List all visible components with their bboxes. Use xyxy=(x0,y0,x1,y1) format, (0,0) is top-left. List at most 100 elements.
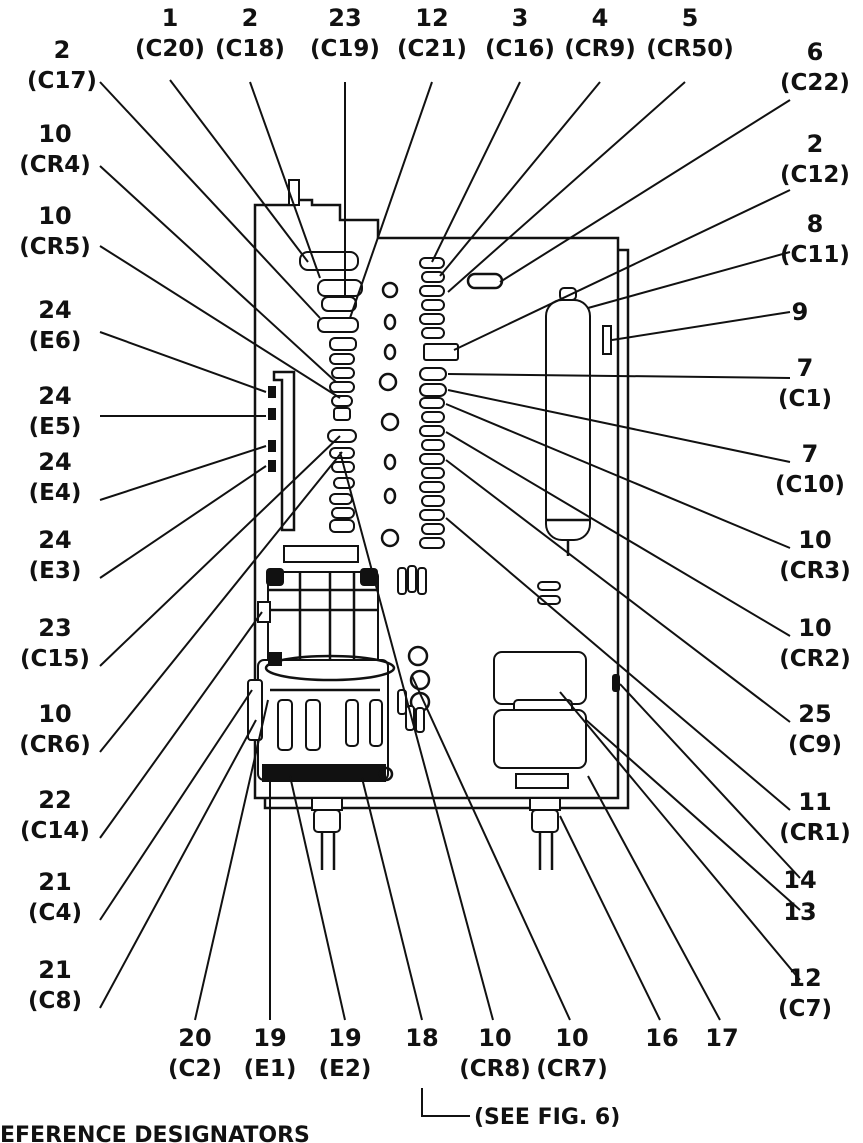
svg-text:8: 8 xyxy=(807,210,824,238)
svg-text:(E4): (E4) xyxy=(29,480,82,506)
callout-item-13: 13 xyxy=(783,898,816,926)
transformer xyxy=(493,651,620,789)
svg-text:(E1): (E1) xyxy=(244,1056,297,1082)
svg-text:16: 16 xyxy=(645,1024,678,1052)
svg-text:(CR4): (CR4) xyxy=(19,152,91,178)
svg-text:(CR50): (CR50) xyxy=(646,36,734,62)
svg-text:(CR9): (CR9) xyxy=(564,36,636,62)
svg-text:18: 18 xyxy=(405,1024,438,1052)
svg-text:7: 7 xyxy=(802,440,819,468)
callout-c18: 2 (C18) xyxy=(215,4,285,62)
svg-text:23: 23 xyxy=(38,614,71,642)
board-back-panel xyxy=(263,248,630,810)
callout-c10: 7 (C10) xyxy=(775,440,845,498)
callout-c21: 12 (C21) xyxy=(397,4,467,62)
svg-text:(C20): (C20) xyxy=(135,36,205,62)
callout-c2: 20 (C2) xyxy=(168,1024,222,1082)
svg-text:(CR8): (CR8) xyxy=(459,1056,531,1082)
small-resistors xyxy=(397,565,561,605)
callout-c22: 6 (C22) xyxy=(780,38,850,96)
callout-c8: 21 (C8) xyxy=(28,956,82,1014)
callout-c19: 23 (C19) xyxy=(310,4,380,62)
terminal-e3 xyxy=(268,460,276,472)
electrolytic-capacitor xyxy=(545,287,591,556)
svg-text:(C7): (C7) xyxy=(778,996,832,1022)
callout-cr4: 10 (CR4) xyxy=(19,120,91,178)
svg-text:2: 2 xyxy=(807,130,824,158)
svg-text:20: 20 xyxy=(178,1024,211,1052)
svg-text:(C12): (C12) xyxy=(780,162,850,188)
callout-cr3: 10 (CR3) xyxy=(779,526,851,584)
callout-item-18: 18 xyxy=(405,1024,438,1052)
svg-text:(C14): (C14) xyxy=(20,818,90,844)
center-component-column xyxy=(419,257,459,549)
small-resistor-9 xyxy=(602,325,612,355)
callout-labels: 1 (C20) 2 (C18) 23 (C19) 12 (C21) 3 (C16… xyxy=(19,4,851,1082)
svg-text:12: 12 xyxy=(415,4,448,32)
svg-text:6: 6 xyxy=(807,38,824,66)
svg-text:3: 3 xyxy=(512,4,529,32)
callout-cr9: 4 (CR9) xyxy=(564,4,636,62)
svg-text:(CR3): (CR3) xyxy=(779,558,851,584)
svg-text:10: 10 xyxy=(798,614,831,642)
callout-c16: 3 (C16) xyxy=(485,4,555,62)
callout-c1: 7 (C1) xyxy=(778,354,832,412)
callout-cr5: 10 (CR5) xyxy=(19,202,91,260)
svg-text:13: 13 xyxy=(783,898,816,926)
svg-text:(CR1): (CR1) xyxy=(779,820,851,846)
footer-caption: EFERENCE DESIGNATORS xyxy=(0,1123,310,1143)
callout-cr2: 10 (CR2) xyxy=(779,614,851,672)
callout-e3: 24 (E3) xyxy=(29,526,82,584)
svg-text:(C15): (C15) xyxy=(20,646,90,672)
callout-e2: 19 (E2) xyxy=(319,1024,372,1082)
svg-text:21: 21 xyxy=(38,868,71,896)
svg-text:10: 10 xyxy=(38,202,71,230)
callout-c20: 1 (C20) xyxy=(135,4,205,62)
callout-c12: 2 (C12) xyxy=(780,130,850,188)
callout-e6: 24 (E6) xyxy=(29,296,82,354)
svg-text:24: 24 xyxy=(38,382,71,410)
svg-text:23: 23 xyxy=(328,4,361,32)
svg-text:(C22): (C22) xyxy=(780,70,850,96)
callout-c4: 21 (C4) xyxy=(28,868,82,926)
svg-text:(C17): (C17) xyxy=(27,68,97,94)
callout-item-16: 16 xyxy=(645,1024,678,1052)
svg-text:10: 10 xyxy=(38,700,71,728)
svg-text:1: 1 xyxy=(162,4,179,32)
callout-cr7: 10 (CR7) xyxy=(536,1024,608,1082)
see-figure-note: (SEE FIG. 6) xyxy=(474,1105,620,1130)
fig6-note-leader xyxy=(421,1088,470,1117)
callout-cr8: 10 (CR8) xyxy=(459,1024,531,1082)
callout-c17: 2 (C17) xyxy=(27,36,97,94)
svg-text:(CR2): (CR2) xyxy=(779,646,851,672)
mounting-holes xyxy=(378,281,400,548)
svg-text:(CR5): (CR5) xyxy=(19,234,91,260)
callout-c15: 23 (C15) xyxy=(20,614,90,672)
svg-text:24: 24 xyxy=(38,448,71,476)
svg-text:(C11): (C11) xyxy=(780,242,850,268)
callout-cr1: 11 (CR1) xyxy=(779,788,851,846)
left-component-column xyxy=(299,251,363,533)
svg-text:(C2): (C2) xyxy=(168,1056,222,1082)
callout-e5: 24 (E5) xyxy=(29,382,82,440)
svg-text:9: 9 xyxy=(792,298,809,326)
svg-text:10: 10 xyxy=(38,120,71,148)
svg-text:(C1): (C1) xyxy=(778,386,832,412)
callout-e4: 24 (E4) xyxy=(29,448,82,506)
svg-text:(C9): (C9) xyxy=(788,732,842,758)
callout-c7: 12 (C7) xyxy=(778,964,832,1022)
svg-text:(C8): (C8) xyxy=(28,988,82,1014)
terminal-e5 xyxy=(268,408,276,420)
callout-item-9: 9 xyxy=(792,298,809,326)
svg-text:2: 2 xyxy=(54,36,71,64)
svg-text:19: 19 xyxy=(253,1024,286,1052)
svg-text:(C10): (C10) xyxy=(775,472,845,498)
svg-text:11: 11 xyxy=(798,788,831,816)
svg-text:24: 24 xyxy=(38,526,71,554)
callout-item-17: 17 xyxy=(705,1024,738,1052)
svg-text:24: 24 xyxy=(38,296,71,324)
callout-cr50: 5 (CR50) xyxy=(646,4,734,62)
slot xyxy=(466,272,504,290)
relay-assembly xyxy=(247,545,431,782)
